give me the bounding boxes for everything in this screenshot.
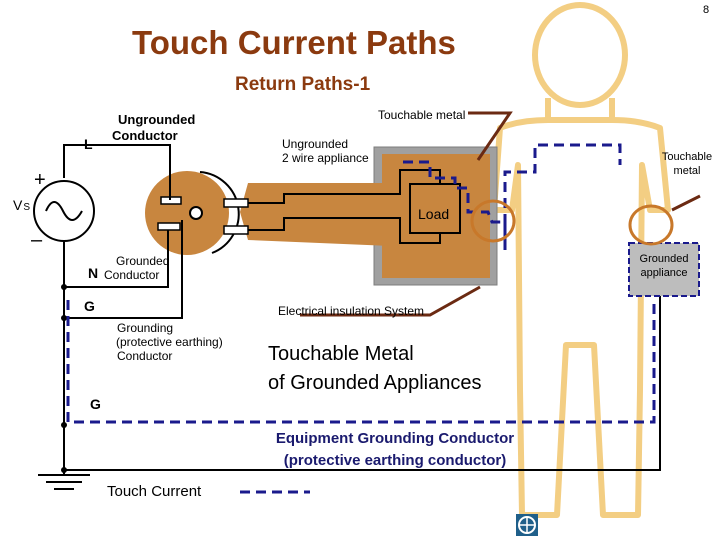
appliance-cord-body bbox=[240, 183, 390, 246]
plug-prong-top bbox=[223, 198, 249, 208]
grounding-conductor-label-1: Grounding bbox=[117, 321, 174, 335]
junction-dots bbox=[61, 284, 67, 473]
circuit-wires bbox=[63, 144, 661, 471]
human-body-outline bbox=[491, 2, 671, 518]
touchable-metal-grounded-label-2: of Grounded Appliances bbox=[268, 372, 482, 394]
ungrounded-conductor-label-2: Conductor bbox=[112, 128, 178, 143]
pointer-arrows bbox=[300, 111, 701, 317]
vs-label: VS bbox=[13, 197, 31, 213]
ungrounded-conductor-label-1: Ungrounded bbox=[118, 112, 196, 127]
egc-label-2: (protective earthing conductor) bbox=[283, 452, 507, 469]
load-label: Load bbox=[418, 206, 450, 222]
grounded-conductor-label-2: Conductor bbox=[104, 268, 160, 282]
grounded-conductor-label-1: Grounded bbox=[116, 254, 170, 268]
diagram-title: Touch Current Paths bbox=[132, 24, 456, 61]
grounding-conductor-label-3: Conductor bbox=[117, 349, 173, 363]
touch-current-legend-label: Touch Current bbox=[107, 483, 202, 500]
egc-label-1: Equipment Grounding Conductor bbox=[275, 430, 515, 447]
grounded-appliance-box bbox=[628, 242, 700, 297]
touchable-metal-right-label-2: metal bbox=[673, 165, 701, 177]
grounded-appliance-label-2: appliance bbox=[640, 267, 688, 279]
neutral-letter: N bbox=[88, 265, 99, 281]
ungrounded-appliance-label-1: Ungrounded bbox=[282, 137, 349, 151]
minus-sign: – bbox=[31, 229, 43, 251]
page-number: 8 bbox=[703, 4, 710, 16]
touch-current-path bbox=[66, 143, 656, 424]
touchable-metal-grounded-label-1: Touchable Metal bbox=[268, 343, 414, 365]
ungrounded-appliance-label-2: 2 wire appliance bbox=[282, 151, 369, 165]
electrical-insulation-label: Electrical insulation System bbox=[278, 304, 425, 318]
diagram-subtitle: Return Paths-1 bbox=[235, 74, 371, 95]
receptacle-slot-bottom bbox=[157, 222, 181, 231]
sine-wave-icon bbox=[45, 201, 83, 221]
globe-logo-icon bbox=[516, 514, 538, 536]
earth-ground-icon bbox=[38, 470, 90, 490]
receptacle-ground-hole bbox=[189, 206, 203, 220]
grounding-conductor-label-2: (protective earthing) bbox=[116, 335, 223, 349]
plug-prong-bottom bbox=[223, 225, 249, 235]
receptacle-circle bbox=[145, 171, 229, 255]
line-letter: L bbox=[84, 136, 93, 152]
ground-letter-bottom: G bbox=[90, 396, 101, 412]
touch-point-oval-appliance bbox=[470, 199, 516, 243]
ground-letter-top: G bbox=[84, 298, 95, 314]
touchable-metal-top-label: Touchable metal bbox=[378, 108, 466, 122]
touch-point-oval-hand bbox=[628, 204, 674, 246]
plus-sign: + bbox=[34, 169, 46, 191]
grounded-appliance-label-1: Grounded bbox=[639, 253, 689, 265]
touchable-metal-right-label-1: Touchable bbox=[661, 151, 713, 163]
